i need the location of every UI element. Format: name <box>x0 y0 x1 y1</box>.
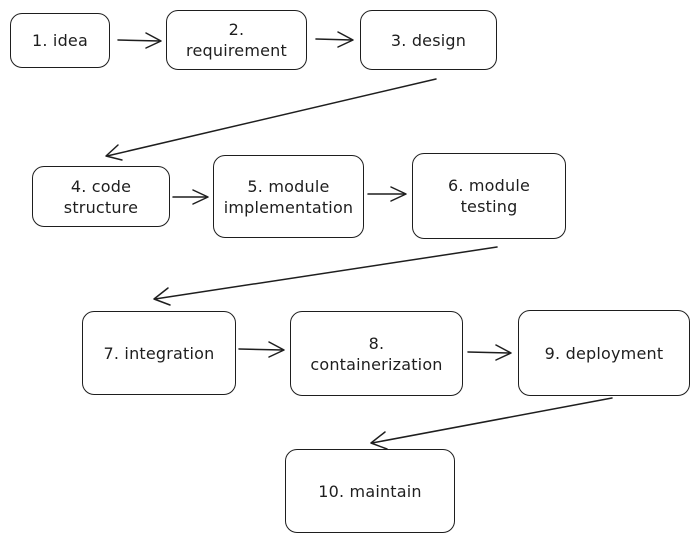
node-module-implementation[interactable]: 5. module implementation <box>213 155 364 238</box>
node-maintain[interactable]: 10. maintain <box>285 449 455 533</box>
node-containerization[interactable]: 8. containerization <box>290 311 463 396</box>
edge-containerization-to-deployment <box>467 344 512 361</box>
edge-integration-to-containerization <box>238 341 285 358</box>
edge-requirement-to-design <box>315 31 354 48</box>
edge-module-implementation-to-module-testing <box>367 186 407 202</box>
edge-design-to-code-structure <box>105 78 437 161</box>
edge-idea-to-requirement <box>117 32 162 49</box>
node-idea[interactable]: 1. idea <box>10 13 110 68</box>
edge-code-structure-to-module-implementation <box>172 189 209 205</box>
node-integration[interactable]: 7. integration <box>82 311 236 395</box>
node-code-structure[interactable]: 4. code structure <box>32 166 170 227</box>
node-design[interactable]: 3. design <box>360 10 497 70</box>
node-requirement[interactable]: 2. requirement <box>166 10 307 70</box>
node-deployment[interactable]: 9. deployment <box>518 310 690 396</box>
edge-module-testing-to-integration <box>153 246 498 306</box>
edge-deployment-to-maintain <box>370 397 613 450</box>
node-module-testing[interactable]: 6. module testing <box>412 153 566 239</box>
